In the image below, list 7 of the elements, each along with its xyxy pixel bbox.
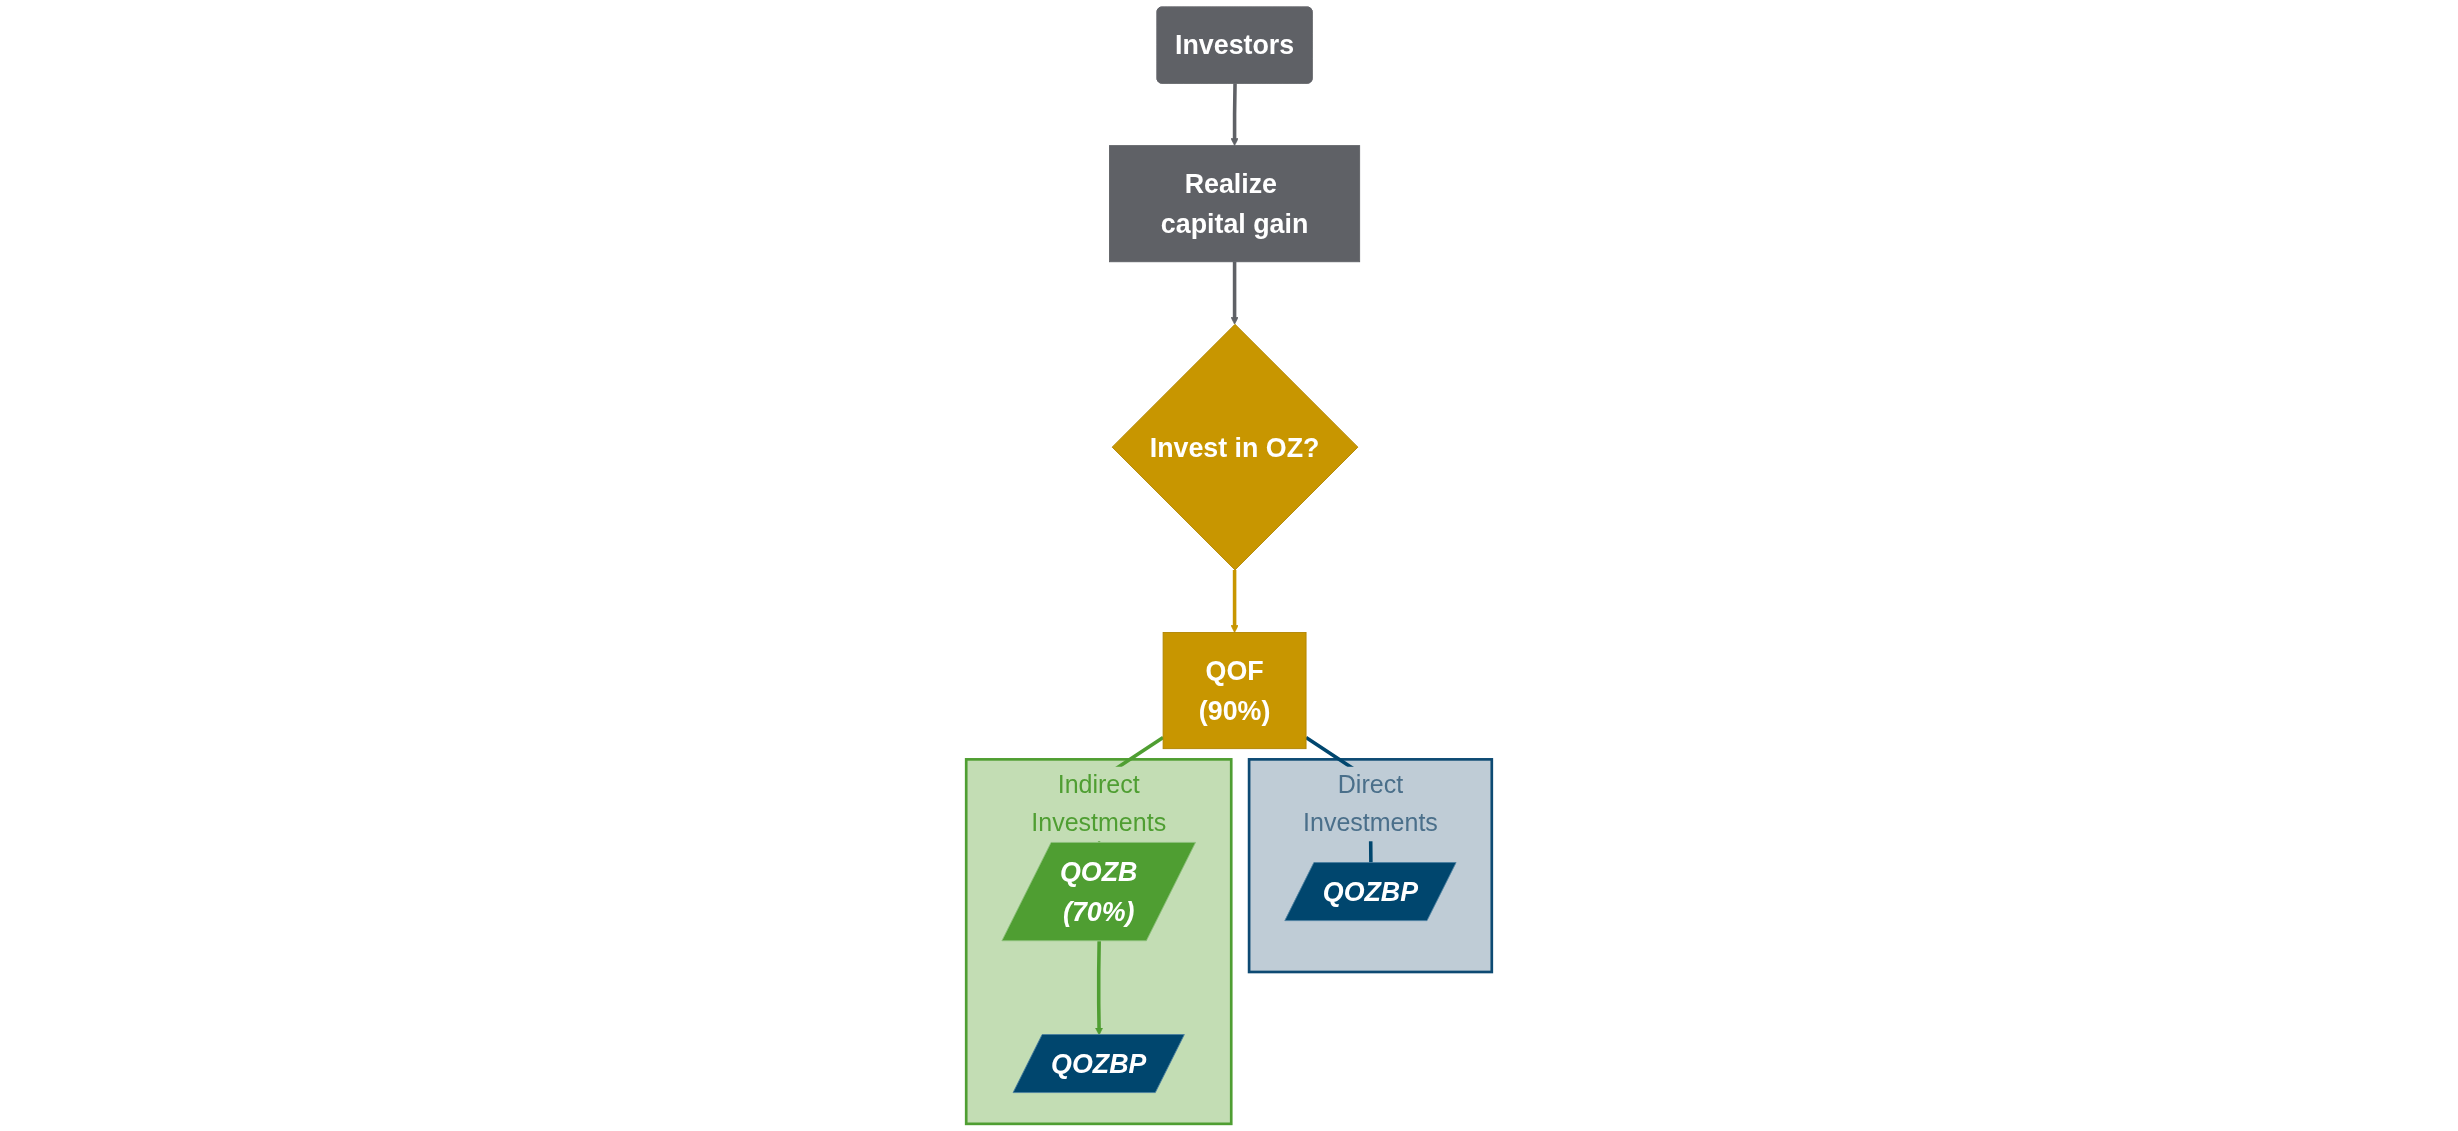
arrow: [1230, 83, 1239, 146]
arrow: [1230, 261, 1239, 325]
arrow: [1230, 570, 1239, 633]
node-box: QOF (90%): [1162, 632, 1307, 750]
node-box: Realize capital gain: [1109, 145, 1361, 263]
arrow: [1095, 941, 1103, 1036]
node-diamond: Invest in OZ?: [1111, 323, 1359, 571]
